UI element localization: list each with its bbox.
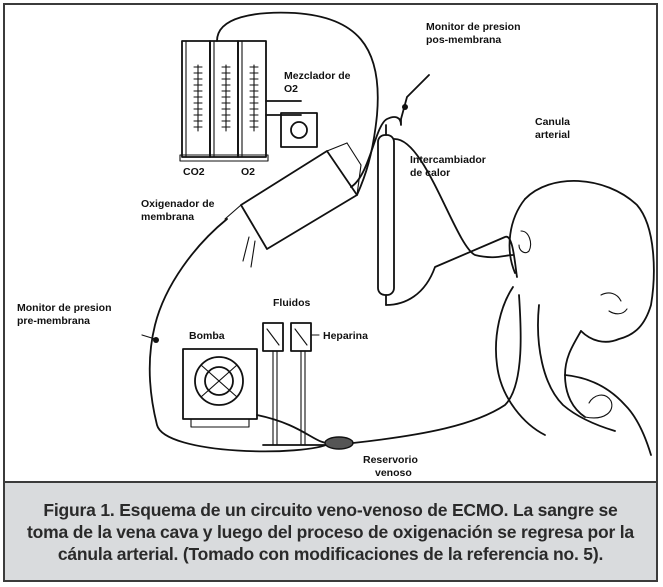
label-reservoir-2: venoso (375, 467, 412, 479)
label-monitor-pre-1: Monitor de presion (17, 302, 112, 314)
figure-caption: Figura 1. Esquema de un circuito veno-ve… (5, 481, 656, 580)
label-heparin: Heparina (323, 330, 368, 342)
label-o2: O2 (241, 166, 255, 178)
label-oxygenator-1: Oxigenador de (141, 198, 215, 210)
return-line (385, 236, 518, 306)
arterial-line (393, 138, 514, 259)
venous-line (148, 218, 332, 453)
label-mixer-2: O2 (284, 83, 298, 95)
heparin-bag (290, 322, 320, 446)
post-membrane-monitor-port (402, 104, 408, 110)
label-mixer-1: Mezclador de (284, 70, 351, 82)
label-monitor-post-1: Monitor de presion (426, 21, 521, 33)
label-canula-1: Canula (535, 116, 570, 128)
caption-text: Figura 1. Esquema de un circuito veno-ve… (27, 499, 634, 564)
o2-mixer (280, 112, 318, 148)
label-monitor-pre-2: pre-membrana (17, 315, 90, 327)
infant-illustration (495, 180, 655, 456)
label-reservoir-1: Reservorio (363, 454, 418, 466)
fluids-bag (262, 322, 284, 446)
reservoir-to-cannula (352, 294, 522, 444)
membrane-oxygenator (224, 142, 362, 268)
label-canula-2: arterial (535, 129, 570, 141)
gas-flowmeters (179, 40, 302, 162)
label-heat-exchanger-1: Intercambiador (410, 154, 486, 166)
ecmo-circuit-illustration: Monitor de presion pos-membrana Mezclado… (17, 11, 655, 479)
ecmo-diagram: Monitor de presion pos-membrana Mezclado… (5, 5, 656, 481)
label-fluids: Fluidos (273, 297, 310, 309)
label-monitor-post-2: pos-membrana (426, 34, 501, 46)
post-membrane-line (350, 74, 430, 188)
pre-membrane-monitor-port (153, 337, 159, 343)
label-co2: CO2 (183, 166, 205, 178)
figure-frame: Monitor de presion pos-membrana Mezclado… (3, 3, 658, 582)
label-heat-exchanger-2: de calor (410, 167, 450, 179)
blood-pump (182, 348, 258, 428)
heat-exchanger (377, 124, 395, 306)
label-pump: Bomba (189, 330, 225, 342)
label-oxygenator-2: membrana (141, 211, 194, 223)
venous-reservoir (324, 436, 354, 450)
